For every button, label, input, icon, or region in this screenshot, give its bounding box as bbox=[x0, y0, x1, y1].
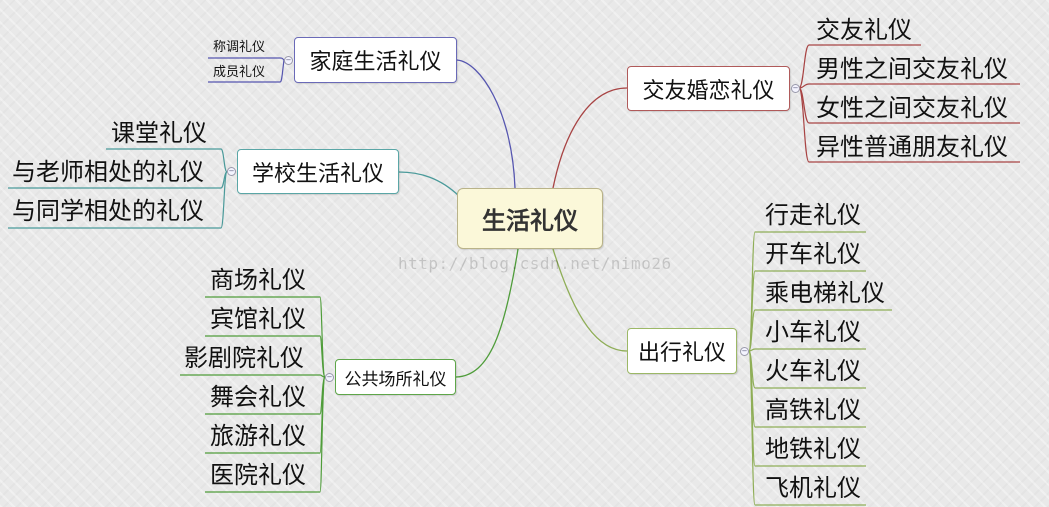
leaf-romance-0[interactable]: 交友礼仪 bbox=[816, 16, 912, 44]
topic-school[interactable]: 学校生活礼仪 bbox=[237, 149, 399, 194]
link-central-public bbox=[455, 248, 519, 378]
leaf-travel-5[interactable]: 高铁礼仪 bbox=[765, 396, 861, 424]
leaf-school-2[interactable]: 与同学相处的礼仪 bbox=[12, 197, 204, 225]
leaf-public-4[interactable]: 旅游礼仪 bbox=[210, 422, 306, 450]
leaf-travel-6[interactable]: 地铁礼仪 bbox=[765, 435, 861, 463]
leaf-family-1[interactable]: 成员礼仪 bbox=[213, 65, 266, 80]
leaf-public-0[interactable]: 商场礼仪 bbox=[210, 266, 306, 294]
leaf-travel-1[interactable]: 开车礼仪 bbox=[765, 240, 861, 268]
link-public-2 bbox=[180, 374, 326, 378]
central-topic[interactable]: 生活礼仪 bbox=[457, 188, 603, 249]
link-romance-3 bbox=[798, 87, 1020, 163]
leaf-romance-3[interactable]: 异性普通朋友礼仪 bbox=[816, 133, 1008, 161]
topic-family[interactable]: 家庭生活礼仪 bbox=[294, 37, 457, 83]
leaf-travel-2[interactable]: 乘电梯礼仪 bbox=[765, 279, 885, 307]
link-school-0 bbox=[106, 148, 228, 173]
link-travel-3 bbox=[748, 348, 866, 352]
topic-romance[interactable]: 交友婚恋礼仪 bbox=[627, 66, 790, 111]
leaf-romance-2[interactable]: 女性之间交友礼仪 bbox=[816, 94, 1008, 122]
leaf-romance-1[interactable]: 男性之间交友礼仪 bbox=[816, 55, 1008, 83]
leaf-public-3[interactable]: 舞会礼仪 bbox=[210, 383, 306, 411]
collapse-toggle-public[interactable]: − bbox=[325, 373, 334, 382]
link-school-1 bbox=[8, 171, 228, 189]
leaf-public-2[interactable]: 影剧院礼仪 bbox=[184, 344, 304, 372]
leaf-school-0[interactable]: 课堂礼仪 bbox=[111, 119, 207, 147]
link-travel-7 bbox=[748, 350, 866, 506]
topic-public[interactable]: 公共场所礼仪 bbox=[335, 359, 456, 395]
leaf-school-1[interactable]: 与老师相处的礼仪 bbox=[12, 158, 204, 186]
link-family-0 bbox=[208, 57, 285, 61]
link-family-1 bbox=[208, 59, 285, 83]
topic-travel[interactable]: 出行礼仪 bbox=[627, 328, 737, 374]
collapse-toggle-school[interactable]: − bbox=[227, 167, 236, 176]
link-school-2 bbox=[8, 171, 228, 229]
link-central-travel bbox=[552, 248, 628, 352]
collapse-toggle-travel[interactable]: − bbox=[740, 347, 749, 356]
link-central-school bbox=[398, 171, 460, 197]
watermark: http://blog.csdn.net/nimo26 bbox=[398, 254, 672, 273]
leaf-travel-4[interactable]: 火车礼仪 bbox=[765, 357, 861, 385]
link-central-family bbox=[456, 59, 516, 189]
leaf-public-1[interactable]: 宾馆礼仪 bbox=[210, 305, 306, 333]
link-romance-0 bbox=[798, 44, 921, 89]
leaf-family-0[interactable]: 称调礼仪 bbox=[213, 40, 266, 55]
link-travel-2 bbox=[748, 309, 892, 352]
link-romance-1 bbox=[798, 83, 1020, 89]
link-public-1 bbox=[205, 335, 326, 378]
link-central-romance bbox=[552, 87, 628, 189]
leaf-travel-0[interactable]: 行走礼仪 bbox=[765, 201, 861, 229]
leaf-travel-3[interactable]: 小车礼仪 bbox=[765, 318, 861, 346]
link-public-5 bbox=[205, 376, 326, 493]
collapse-toggle-family[interactable]: − bbox=[284, 56, 293, 65]
leaf-travel-7[interactable]: 飞机礼仪 bbox=[765, 474, 861, 502]
leaf-public-5[interactable]: 医院礼仪 bbox=[210, 461, 306, 489]
collapse-toggle-romance[interactable]: − bbox=[791, 84, 800, 93]
